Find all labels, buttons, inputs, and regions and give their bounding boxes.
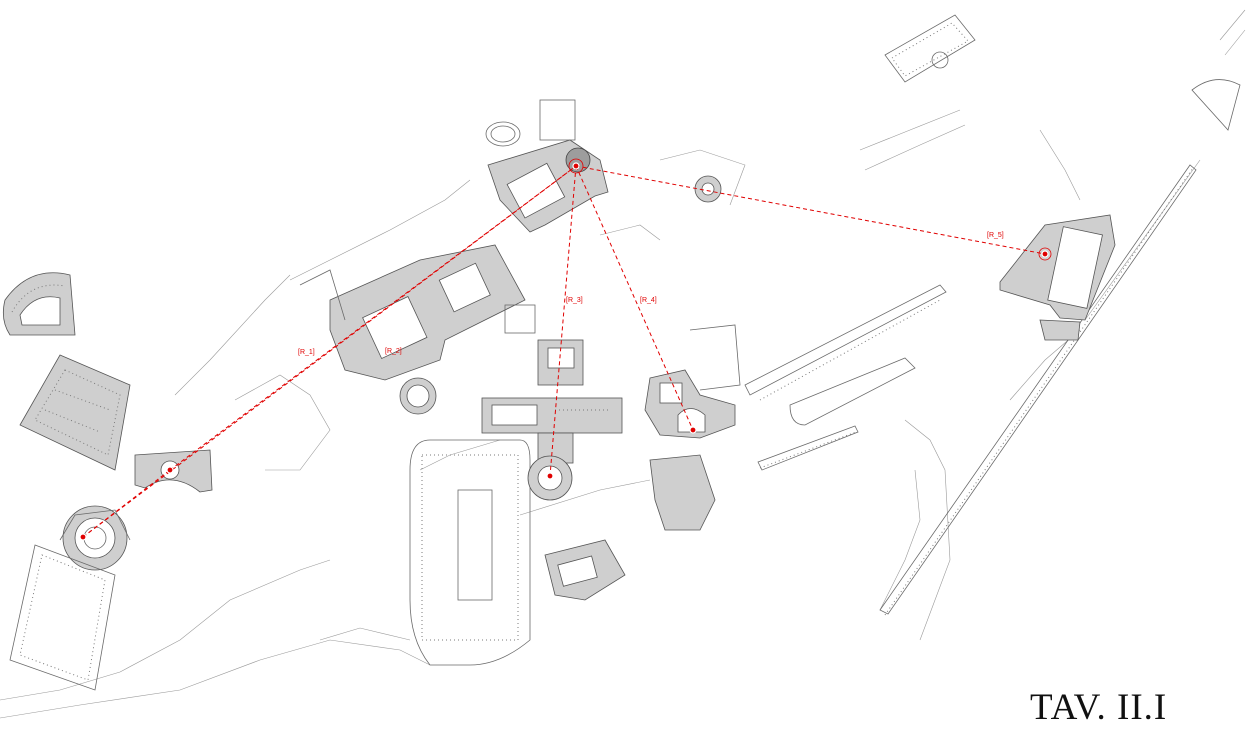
survey-node-east-hall bbox=[1041, 250, 1049, 258]
survey-nodes bbox=[79, 158, 1052, 541]
long-gallery-east bbox=[744, 284, 947, 471]
central-courtyard-complex bbox=[299, 244, 536, 415]
round-tomb bbox=[59, 505, 131, 571]
stadium-track bbox=[409, 439, 531, 666]
survey-node-theatre bbox=[689, 426, 697, 434]
node-ring bbox=[568, 158, 584, 174]
north-palace bbox=[485, 99, 609, 233]
ray-r3 bbox=[549, 165, 577, 477]
ray-label-r4: [R_4] bbox=[640, 297, 657, 304]
southeast-buildings bbox=[544, 454, 716, 601]
causeway-east bbox=[879, 164, 1197, 616]
east-hall bbox=[999, 214, 1116, 341]
ray-label-r1: [R_1] bbox=[298, 349, 315, 356]
survey-rays bbox=[82, 165, 1046, 538]
node-ring bbox=[1038, 247, 1052, 261]
ray-label-r3: [R_3] bbox=[566, 297, 583, 304]
ray-r4 bbox=[575, 165, 694, 431]
protractor-structure bbox=[1191, 79, 1241, 131]
ray-label-r2: [R_2] bbox=[385, 348, 402, 355]
survey-node-exedra bbox=[166, 466, 174, 474]
west-theatre bbox=[2, 272, 76, 336]
terrain-outlines bbox=[0, 9, 1246, 719]
ray-r2 bbox=[82, 165, 577, 538]
central-cross-building bbox=[481, 339, 623, 501]
survey-node-cross bbox=[546, 472, 554, 480]
survey-node-origin bbox=[572, 162, 580, 170]
ray-label-r5: [R_5] bbox=[987, 232, 1004, 239]
exedra-building bbox=[134, 449, 213, 493]
survey-node-tomb bbox=[79, 533, 87, 541]
ray-labels: [R_1] [R_2] [R_3] [R_4] [R_5] bbox=[298, 232, 1004, 356]
west-grid-building bbox=[19, 354, 131, 471]
ray-r1-segment-a bbox=[82, 469, 171, 538]
plate-title: TAV. II.I bbox=[1030, 687, 1168, 728]
ray-r5 bbox=[575, 165, 1046, 255]
north-pavilion bbox=[884, 14, 976, 83]
southwest-enclosure bbox=[9, 544, 116, 691]
northeast-rotunda bbox=[694, 175, 722, 203]
east-theatre-complex bbox=[644, 324, 741, 439]
